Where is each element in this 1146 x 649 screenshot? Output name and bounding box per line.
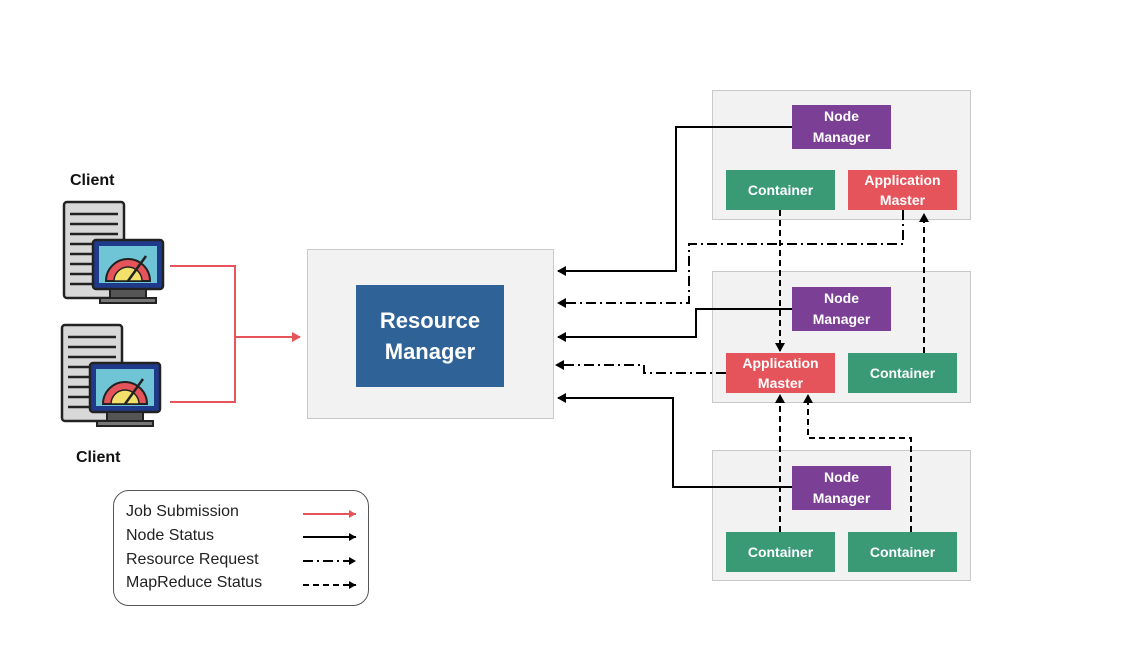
client-server-icon-top [62, 200, 165, 304]
node-manager-2-line1: Node [824, 290, 859, 306]
container-3b-label: Container [869, 543, 936, 560]
client-label-top: Client [70, 172, 115, 189]
container-1a: Container [726, 170, 835, 210]
mapreduce-status-connectors [775, 210, 929, 532]
application-master-2: Application Master [726, 353, 835, 393]
node-manager-1-line2: Manager [812, 129, 871, 145]
application-master-1-line2: Master [879, 192, 926, 208]
node-manager-3-line2: Manager [812, 490, 871, 506]
container-2b-label: Container [869, 364, 936, 381]
job-submission-connector [170, 265, 301, 403]
client-label-bottom: Client [76, 449, 121, 466]
node-manager-2: Node Manager [792, 287, 891, 331]
container-3a-label: Container [747, 543, 814, 560]
application-master-1: Application Master [848, 170, 957, 210]
application-master-2-line1: Application [742, 355, 819, 371]
application-master-2-line2: Master [757, 375, 804, 391]
container-3a: Container [726, 532, 835, 572]
node-manager-2-line2: Manager [812, 311, 871, 327]
resource-manager-line2: Manager [384, 339, 476, 364]
legend-label-resource-request: Resource Request [126, 551, 259, 568]
resource-request-connectors [555, 210, 904, 374]
node-manager-3: Node Manager [792, 466, 891, 510]
node-manager-3-line1: Node [824, 469, 859, 485]
legend: Job Submission Node Status Resource Requ… [113, 490, 369, 606]
resource-manager-line1: Resource [379, 308, 481, 333]
resource-manager-box: Resource Manager [356, 285, 504, 387]
legend-label-job-submission: Job Submission [126, 503, 239, 520]
node-manager-1-line1: Node [824, 108, 859, 124]
container-2b: Container [848, 353, 957, 393]
container-3b: Container [848, 532, 957, 572]
container-1a-label: Container [747, 181, 814, 198]
node-manager-1: Node Manager [792, 105, 891, 149]
client-server-icon-bottom [60, 323, 162, 427]
legend-line-swatches [303, 510, 356, 589]
node-status-connectors [557, 126, 792, 488]
legend-label-mapreduce-status: MapReduce Status [126, 574, 263, 591]
legend-label-node-status: Node Status [126, 527, 215, 544]
application-master-1-line1: Application [864, 172, 941, 188]
